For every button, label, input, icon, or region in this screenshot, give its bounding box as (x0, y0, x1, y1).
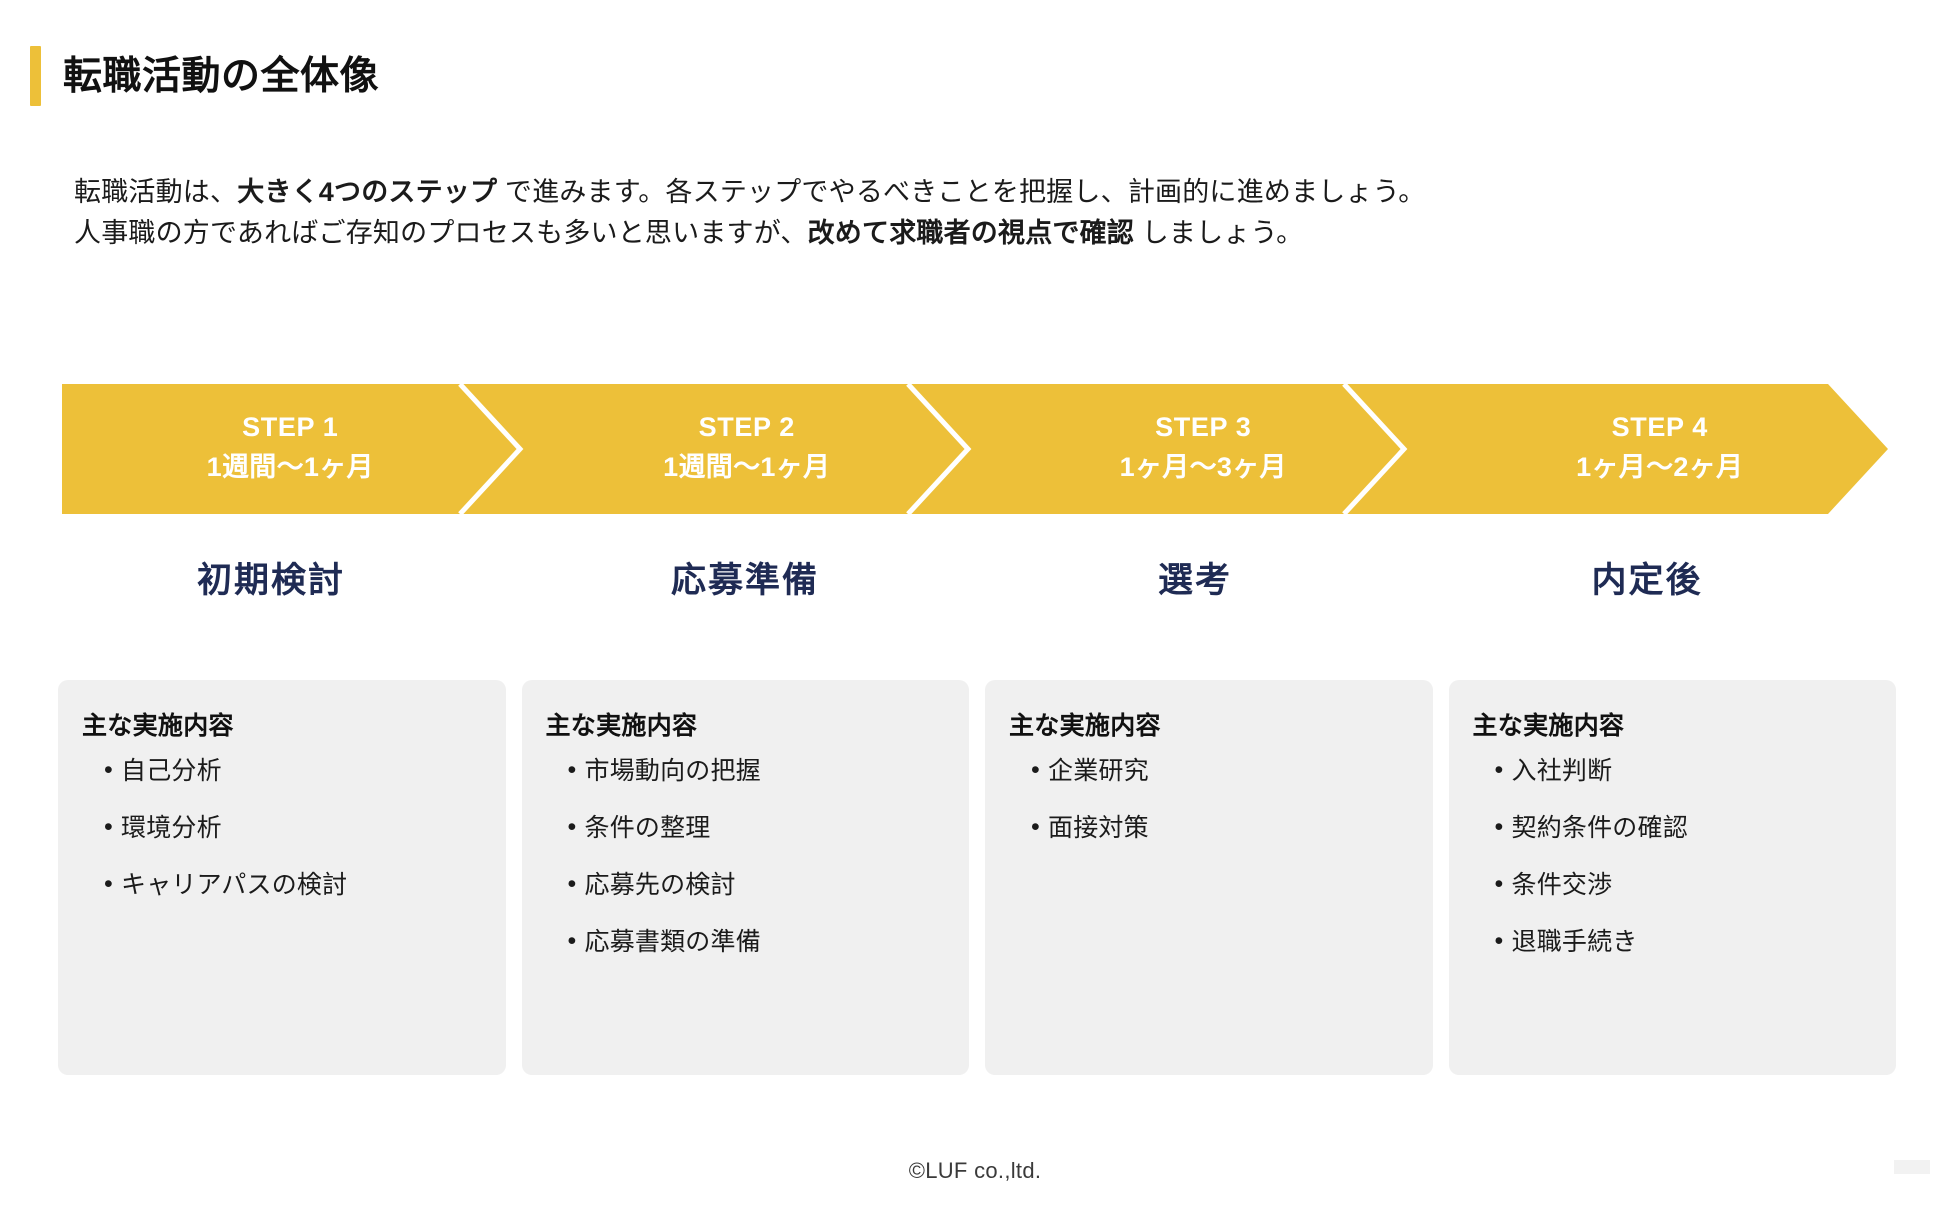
step-banner: STEP 1 1週間〜1ヶ月 STEP 2 1週間〜1ヶ月 STEP 3 1ヶ月… (62, 384, 1888, 514)
phase-headings: 初期検討 応募準備 選考 内定後 (62, 552, 1888, 603)
card-3-list: 企業研究 面接対策 (1009, 755, 1409, 843)
intro-line2-part-c: しましょう。 (1134, 218, 1304, 249)
list-item: 退職手続き (1495, 926, 1873, 957)
chevron-divider-3 (1342, 384, 1408, 514)
step-1-name: STEP 1 (242, 412, 339, 443)
list-item: 応募書類の準備 (568, 926, 946, 957)
step-labels: STEP 1 1週間〜1ヶ月 STEP 2 1週間〜1ヶ月 STEP 3 1ヶ月… (62, 384, 1888, 514)
intro-line1-emphasis: 大きく4つのステップ (237, 177, 498, 207)
list-item: 企業研究 (1031, 755, 1409, 786)
intro-line2-emphasis: 改めて求職者の視点で確認 (807, 218, 1134, 249)
list-item: 条件の整理 (568, 812, 946, 843)
list-item: 環境分析 (104, 812, 482, 843)
phase-3-title: 選考 (1157, 561, 1232, 600)
step-cell-2: STEP 2 1週間〜1ヶ月 (519, 384, 976, 514)
phase-4-title: 内定後 (1591, 561, 1703, 600)
list-item: 条件交渉 (1495, 869, 1873, 900)
page-title: 転職活動の全体像 (30, 46, 379, 106)
intro-line2-part-a: 人事職の方であればご存知のプロセスも多いと思いますが、 (74, 218, 808, 249)
card-1-list: 自己分析 環境分析 キャリアパスの検討 (82, 755, 482, 900)
card-4-heading: 主な実施内容 (1472, 712, 1625, 740)
card-2-heading: 主な実施内容 (545, 712, 698, 740)
intro-line1-part-c: で進みます。各ステップでやるべきことを把握し、計画的に進めましょう。 (497, 177, 1426, 207)
title-accent-bar (30, 46, 41, 106)
step-3-name: STEP 3 (1155, 412, 1252, 443)
step-1-duration: 1週間〜1ヶ月 (206, 451, 374, 482)
list-item: キャリアパスの検討 (104, 869, 482, 900)
step-2-duration: 1週間〜1ヶ月 (663, 451, 831, 482)
corner-marker (1894, 1160, 1930, 1174)
intro-line-1: 転職活動は、大きく4つのステップ で進みます。各ステップでやるべきことを把握し、… (74, 172, 1425, 213)
intro-line-2: 人事職の方であればご存知のプロセスも多いと思いますが、改めて求職者の視点で確認 … (74, 213, 1425, 254)
step-2-name: STEP 2 (698, 412, 795, 443)
list-item: 契約条件の確認 (1495, 812, 1873, 843)
step-4-name: STEP 4 (1611, 412, 1708, 443)
content-card-3: 主な実施内容 企業研究 面接対策 (985, 680, 1433, 1075)
list-item: 入社判断 (1495, 755, 1873, 786)
footer-copyright: ©LUF co.,ltd. (908, 1158, 1042, 1183)
phase-cell-4: 内定後 (1438, 552, 1888, 603)
content-card-2: 主な実施内容 市場動向の把握 条件の整理 応募先の検討 応募書類の準備 (521, 680, 969, 1075)
phase-cell-2: 応募準備 (536, 552, 986, 603)
card-2-list: 市場動向の把握 条件の整理 応募先の検討 応募書類の準備 (546, 755, 946, 957)
list-item: 市場動向の把握 (568, 755, 946, 786)
list-item: 面接対策 (1031, 812, 1409, 843)
content-cards: 主な実施内容 自己分析 環境分析 キャリアパスの検討 主な実施内容 市場動向の把… (58, 680, 1896, 1075)
step-4-duration: 1ヶ月〜2ヶ月 (1576, 451, 1744, 482)
card-4-list: 入社判断 契約条件の確認 条件交渉 退職手続き (1473, 755, 1873, 957)
phase-1-title: 初期検討 (196, 561, 345, 600)
list-item: 応募先の検討 (568, 869, 946, 900)
phase-cell-3: 選考 (986, 552, 1438, 603)
title-text: 転職活動の全体像 (63, 54, 380, 98)
chevron-divider-1 (458, 384, 524, 514)
intro-line1-part-a: 転職活動は、 (74, 177, 238, 207)
step-cell-3: STEP 3 1ヶ月〜3ヶ月 (975, 384, 1432, 514)
content-card-1: 主な実施内容 自己分析 環境分析 キャリアパスの検討 (58, 680, 506, 1075)
list-item: 自己分析 (104, 755, 482, 786)
step-cell-4: STEP 4 1ヶ月〜2ヶ月 (1432, 384, 1889, 514)
chevron-divider-2 (906, 384, 972, 514)
intro-paragraph: 転職活動は、大きく4つのステップ で進みます。各ステップでやるべきことを把握し、… (74, 172, 1425, 254)
step-banner-shape (62, 384, 1888, 514)
phase-cell-1: 初期検討 (62, 552, 536, 603)
card-1-heading: 主な実施内容 (82, 712, 234, 740)
phase-2-title: 応募準備 (670, 561, 819, 600)
step-3-duration: 1ヶ月〜3ヶ月 (1119, 451, 1287, 482)
content-card-4: 主な実施内容 入社判断 契約条件の確認 条件交渉 退職手続き (1448, 680, 1896, 1075)
step-cell-1: STEP 1 1週間〜1ヶ月 (62, 384, 519, 514)
card-3-heading: 主な実施内容 (1009, 712, 1161, 740)
